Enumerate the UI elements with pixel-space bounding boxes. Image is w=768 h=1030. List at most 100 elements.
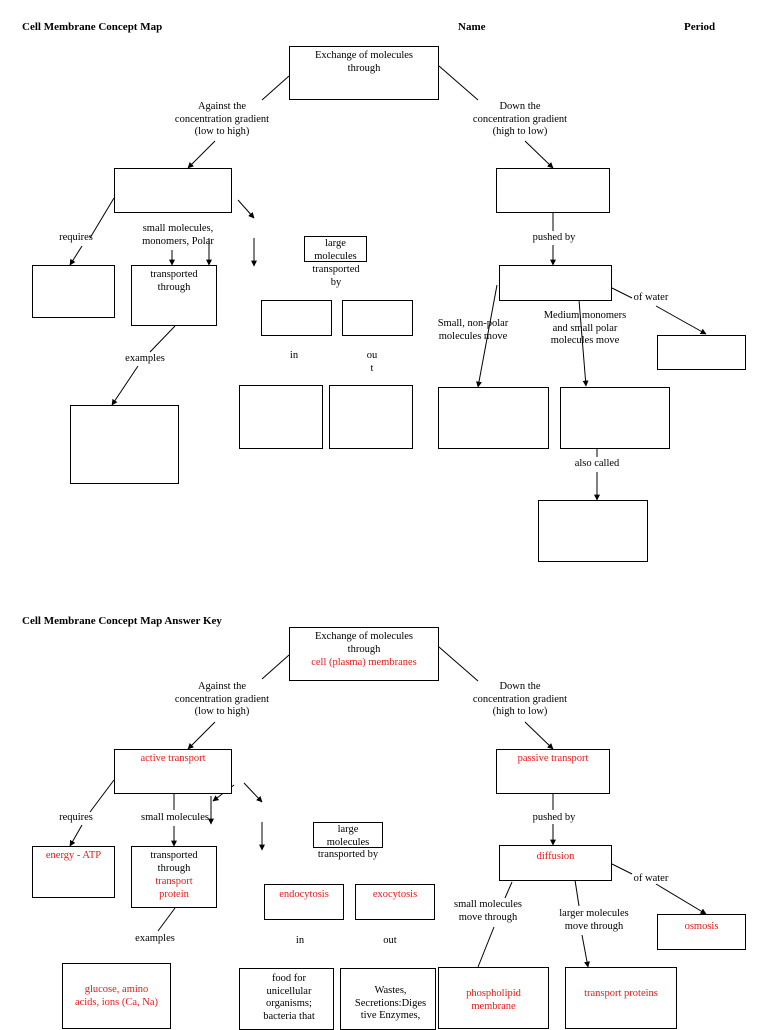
key-food-label: food for unicellular organisms; bacteria…: [263, 973, 315, 1022]
key-out-label: out: [383, 935, 397, 946]
medium-molecules-label: Medium monomers and small polar molecule…: [543, 310, 627, 346]
answer-key-title: Cell Membrane Concept Map Answer Key: [22, 615, 222, 627]
connector-arrow: [476, 284, 498, 388]
connector-line: [89, 197, 115, 239]
key-root-node: Exchange of molecules through cell (plas…: [289, 627, 439, 681]
key-transported-by-label: transported by: [317, 849, 379, 860]
facilitated-diffusion-blank: [538, 500, 648, 562]
connector-line: [477, 926, 495, 968]
key-energy-node: energy - ATP: [32, 846, 115, 898]
connector-line: [611, 287, 633, 299]
key-transported-through-label: transported through: [150, 850, 198, 874]
key-large-molecules-label: large molecules: [326, 824, 370, 848]
key-against-gradient-label: Against the concentration gradient (low …: [174, 681, 270, 717]
key-exocytosis-node: exocytosis: [355, 884, 435, 920]
key-wastes-node: Wastes, Secretions:Diges tive Enzymes,: [340, 968, 436, 1030]
connector-line: [611, 863, 633, 875]
key-glucose-node: glucose, amino acids, ions (Ca, Na): [62, 963, 171, 1029]
out-label: ou t: [366, 350, 378, 374]
key-phospholipid-label: phospholipid membrane: [466, 988, 521, 1012]
connector-arrow: [578, 299, 589, 387]
connector-arrow: [524, 721, 554, 750]
key-in-label: in: [295, 935, 305, 946]
osmosis-blank: [657, 335, 746, 370]
key-exocytosis-label: exocytosis: [372, 889, 418, 900]
key-food-node: food for unicellular organisms; bacteria…: [239, 968, 334, 1030]
transported-through-node: transported through: [131, 265, 217, 326]
name-label: Name: [458, 21, 486, 33]
connector-line: [504, 881, 513, 899]
key-glucose-label: glucose, amino acids, ions (Ca, Na): [74, 984, 159, 1008]
connector-arrow: [187, 140, 216, 169]
passive-transport-blank: [496, 168, 610, 213]
key-endocytosis-node: endocytosis: [264, 884, 344, 920]
key-endocytosis-label: endocytosis: [279, 889, 329, 900]
key-passive-transport-label: passive transport: [517, 753, 589, 764]
key-small-move-label: small molecules move through: [454, 899, 522, 923]
key-passive-transport-node: passive transport: [496, 749, 610, 794]
key-active-transport-label: active transport: [140, 753, 206, 764]
key-transport-proteins-label: transport proteins: [584, 988, 658, 999]
connector-line: [261, 654, 290, 680]
small-molecules-label: small molecules, monomers, Polar: [142, 223, 214, 247]
transported-through-label: transported through: [150, 269, 198, 293]
pushed-by-label: pushed by: [532, 232, 576, 243]
key-examples-label: examples: [135, 933, 175, 944]
examples-label: examples: [125, 353, 165, 364]
examples-blank: [70, 405, 179, 484]
of-water-label: of water: [633, 292, 669, 303]
key-energy-label: energy - ATP: [45, 850, 102, 861]
down-gradient-label: Down the concentration gradient (high to…: [472, 101, 568, 137]
key-of-water-label: of water: [633, 873, 669, 884]
diffusion-blank: [499, 265, 612, 301]
key-larger-move-label: larger molecules move through: [559, 908, 629, 932]
key-transported-through-node: transported through transport protein: [131, 846, 217, 908]
connector-line: [574, 879, 580, 907]
key-diffusion-label: diffusion: [536, 851, 575, 862]
key-active-transport-node: active transport: [114, 749, 232, 794]
connector-arrow: [111, 365, 139, 406]
active-transport-blank: [114, 168, 232, 213]
phospholipid-blank: [438, 387, 549, 449]
key-root-label: Exchange of molecules through: [315, 631, 413, 655]
root-node-label: Exchange of molecules through: [315, 50, 413, 74]
key-osmosis-node: osmosis: [657, 914, 746, 950]
key-small-molecules-label: small molecules: [141, 812, 209, 823]
key-wastes-label: Wastes, Secretions:Diges tive Enzymes,: [354, 985, 427, 1021]
connector-line: [157, 907, 176, 932]
transported-by-label: transported by: [312, 264, 360, 288]
connector-arrow: [243, 782, 263, 803]
key-transport-proteins-node: transport proteins: [565, 967, 677, 1029]
in-label: in: [289, 350, 299, 361]
connector-line: [438, 65, 479, 101]
key-osmosis-label: osmosis: [684, 921, 719, 932]
key-transport-protein-label: transport protein: [155, 876, 193, 900]
connector-line: [149, 325, 176, 353]
connector-arrow: [655, 883, 707, 915]
key-diffusion-node: diffusion: [499, 845, 612, 881]
key-pushed-by-label: pushed by: [532, 812, 576, 823]
key-down-gradient-label: Down the concentration gradient (high to…: [472, 681, 568, 717]
in-examples-blank: [239, 385, 323, 449]
out-examples-blank: [329, 385, 413, 449]
connector-arrow: [187, 721, 216, 750]
requires-label: requires: [59, 232, 93, 243]
large-molecules-label: large molecules: [314, 238, 357, 262]
key-large-molecules-node: large molecules: [313, 822, 383, 848]
large-molecules-node: large molecules: [304, 236, 367, 262]
key-root-answer: cell (plasma) membranes: [311, 657, 417, 668]
connector-arrow: [69, 824, 83, 847]
also-called-label: also called: [574, 458, 620, 469]
transport-proteins-blank: [560, 387, 670, 449]
exocytosis-blank: [342, 300, 413, 336]
root-node: Exchange of molecules through: [289, 46, 439, 100]
small-nonpolar-label: Small, non-polar molecules move: [437, 318, 509, 342]
key-requires-label: requires: [59, 812, 93, 823]
connector-line: [89, 779, 115, 813]
against-gradient-label: Against the concentration gradient (low …: [174, 101, 270, 137]
page-title: Cell Membrane Concept Map: [22, 21, 163, 33]
key-phospholipid-node: phospholipid membrane: [438, 967, 549, 1029]
energy-blank: [32, 265, 115, 318]
endocytosis-blank: [261, 300, 332, 336]
